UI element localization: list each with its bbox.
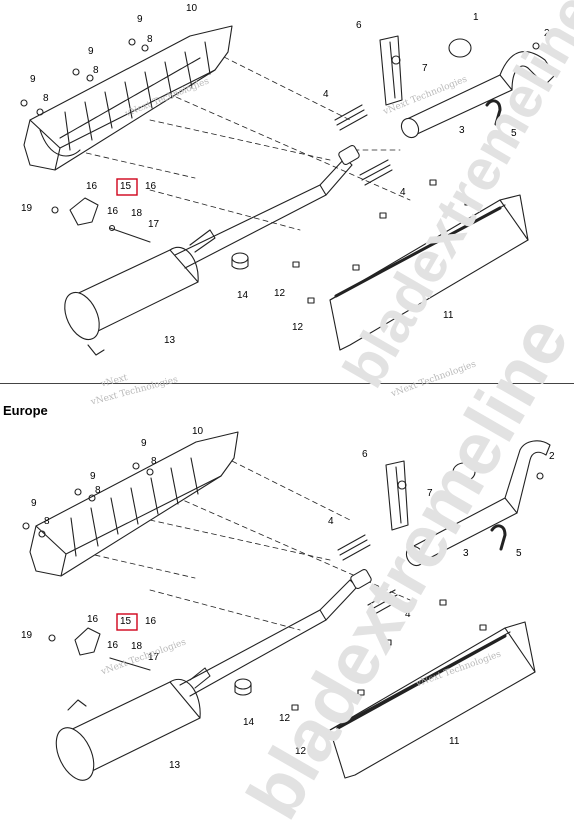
grommet-14-eu	[234, 678, 252, 696]
callout-n8: 8	[43, 93, 49, 104]
callout-n8: 8	[44, 516, 50, 527]
bracket-6	[379, 35, 403, 106]
callout-n12: 12	[295, 746, 307, 757]
heat-shield-10	[23, 25, 233, 171]
callout-n5: 5	[516, 548, 522, 559]
callout-n16: 16	[86, 181, 98, 192]
callout-n13: 13	[169, 760, 181, 771]
callout-n16: 16	[107, 206, 119, 217]
callout-n12: 12	[274, 288, 286, 299]
callout-n6: 6	[362, 449, 368, 460]
callout-n2: 2	[544, 28, 550, 39]
callout-n16: 16	[145, 181, 157, 192]
highlight-box-15	[116, 178, 138, 196]
heat-shield-11-eu	[329, 621, 536, 779]
assembly-guide-lines	[59, 44, 411, 231]
callout-n15: 15	[120, 616, 132, 627]
callout-n6: 6	[356, 20, 362, 31]
callout-n8: 8	[95, 485, 101, 496]
callout-n13: 13	[164, 335, 176, 346]
bolts-top-shield	[20, 38, 149, 116]
nut-2-eu	[536, 472, 544, 480]
callout-n15: 15	[120, 181, 132, 192]
callout-n10: 10	[192, 426, 204, 437]
callout-n16: 16	[107, 640, 119, 651]
callout-n11: 11	[443, 310, 454, 321]
callout-n3: 3	[459, 125, 465, 136]
callout-n8: 8	[151, 456, 157, 467]
diagram-europe	[22, 431, 551, 781]
muffler-13	[64, 144, 360, 356]
bolts-top-shield-eu	[22, 462, 154, 538]
callout-n19: 19	[21, 630, 33, 641]
callout-n12: 12	[279, 713, 291, 724]
callout-n11: 11	[449, 736, 460, 747]
callout-n4: 4	[400, 187, 406, 198]
callout-n4: 4	[323, 89, 329, 100]
callout-n16: 16	[87, 614, 99, 625]
highlight-box-15-eu	[116, 613, 138, 631]
callout-n18: 18	[131, 641, 143, 652]
callout-n9: 9	[137, 14, 143, 25]
callout-n19: 19	[21, 203, 33, 214]
callout-n9: 9	[30, 74, 36, 85]
hose-5-eu	[490, 524, 507, 551]
gasket-1	[448, 38, 472, 58]
tail-pipe-3	[400, 51, 556, 139]
mount-bracket	[51, 197, 151, 243]
callout-n1: 1	[480, 437, 486, 448]
grommet-14	[231, 252, 249, 270]
callout-n14: 14	[243, 717, 255, 728]
section-divider	[0, 383, 574, 384]
springs-4-eu	[337, 534, 401, 616]
callout-n4: 4	[405, 609, 411, 620]
heat-shield-11	[329, 194, 529, 351]
callout-n7: 7	[422, 63, 428, 74]
callout-n12: 12	[292, 322, 304, 333]
callout-n17: 17	[148, 652, 160, 663]
callout-n5: 5	[511, 128, 517, 139]
region-label: Europe	[3, 403, 48, 418]
nut-2	[532, 42, 540, 50]
springs-4	[334, 104, 393, 186]
heat-shield-10-eu	[29, 431, 239, 577]
hose-5	[485, 99, 502, 126]
callout-n9: 9	[141, 438, 147, 449]
callout-n9: 9	[31, 498, 37, 509]
muffler-13-eu	[55, 568, 372, 781]
callout-n1: 1	[473, 12, 479, 23]
callout-n16: 16	[145, 616, 157, 627]
callout-n9: 9	[90, 471, 96, 482]
callout-n9: 9	[88, 46, 94, 57]
callout-n17: 17	[148, 219, 160, 230]
callout-n18: 18	[131, 208, 143, 219]
clips-12-eu	[291, 599, 487, 731]
callout-n7: 7	[427, 488, 433, 499]
tail-pipe-3-eu	[405, 440, 551, 567]
gasket-1-eu	[452, 462, 476, 482]
callout-n10: 10	[186, 3, 198, 14]
clips-12	[292, 179, 472, 304]
callout-n2: 2	[549, 451, 555, 462]
callout-n4: 4	[328, 516, 334, 527]
bracket-6-eu	[385, 460, 409, 531]
callout-n8: 8	[147, 34, 153, 45]
callout-n3: 3	[463, 548, 469, 559]
callout-n14: 14	[237, 290, 249, 301]
callout-n8: 8	[93, 65, 99, 76]
diagram-standard	[20, 25, 556, 356]
mount-bracket-eu	[48, 627, 151, 671]
